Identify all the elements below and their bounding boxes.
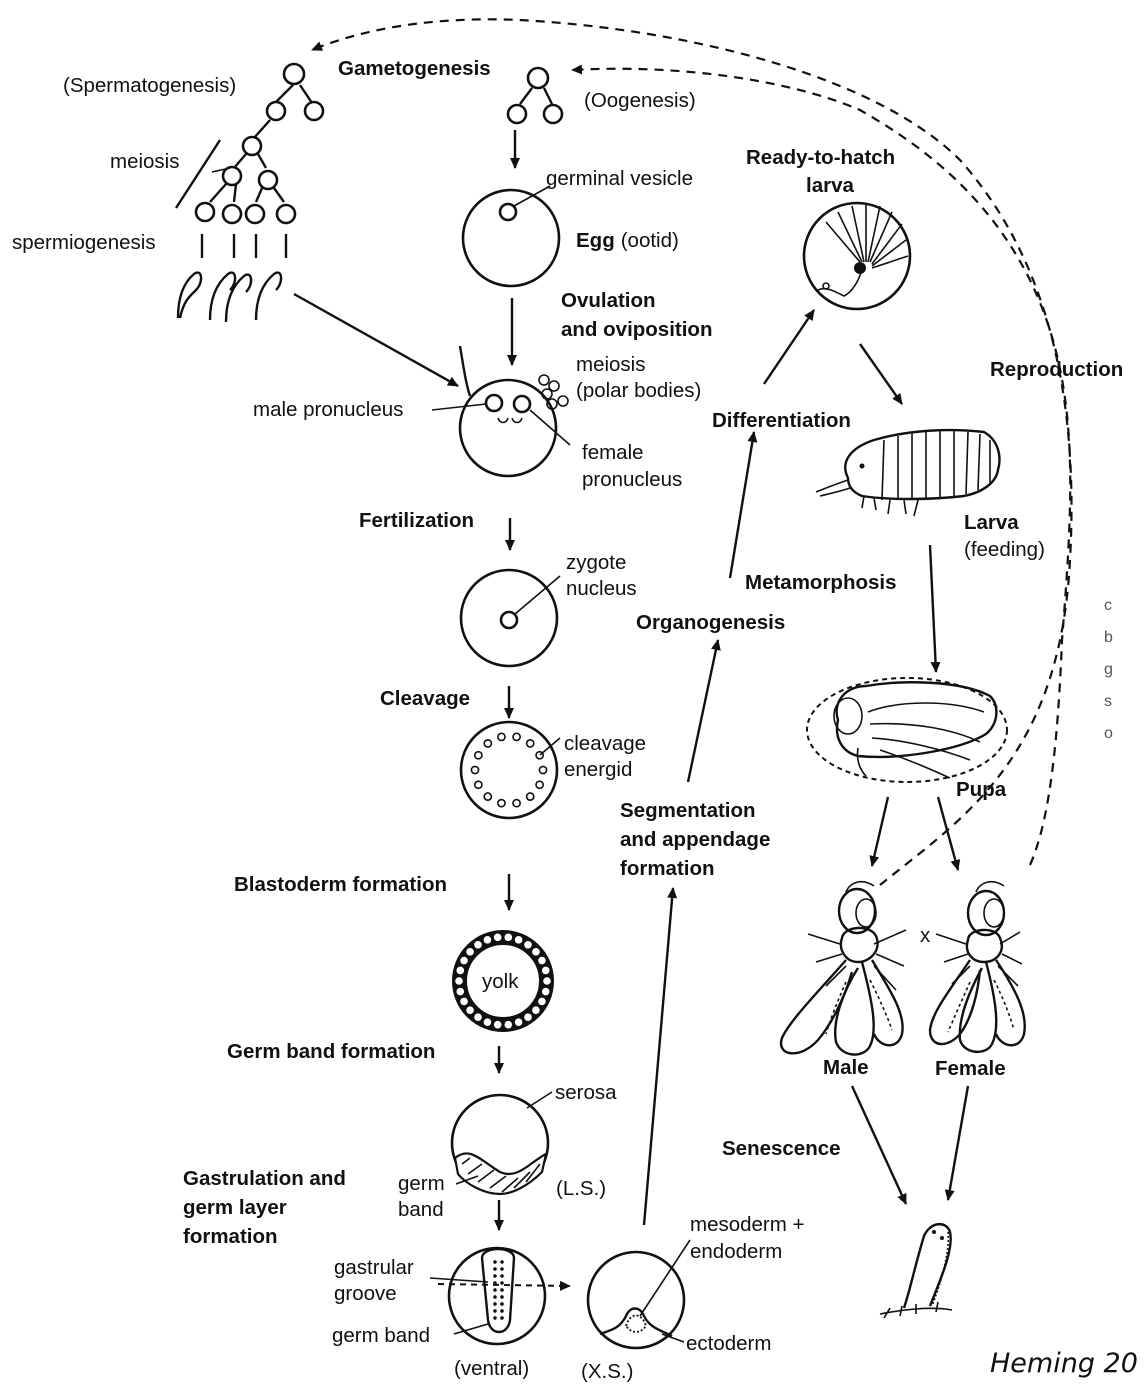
- label-ootid: (ootid): [621, 229, 679, 252]
- label-organogenesis: Organogenesis: [636, 611, 785, 634]
- reproduction-loop: [311, 18, 1073, 886]
- female-to-oogenesis-dashed: [571, 64, 1072, 866]
- label-cleavage: Cleavage: [380, 687, 470, 710]
- fertilized-egg: [431, 345, 571, 551]
- ready-to-hatch-larva: [802, 201, 912, 311]
- label-ls: (L.S.): [556, 1177, 606, 1200]
- label-segmentation-3: formation: [620, 857, 715, 880]
- citation: Heming 20: [990, 1348, 1138, 1379]
- zygote-stage: [459, 568, 561, 719]
- label-polar-bodies: (polar bodies): [576, 379, 701, 402]
- label-ready-to-hatch-1: Ready-to-hatch: [746, 146, 895, 169]
- label-ventral: (ventral): [454, 1357, 529, 1380]
- label-pupa: Pupa: [956, 778, 1007, 801]
- label-ectoderm: ectoderm: [686, 1332, 771, 1355]
- label-differentiation: Differentiation: [712, 409, 851, 432]
- label-egg: Egg: [576, 229, 615, 252]
- label-gastrular-groove-2: groove: [334, 1282, 397, 1305]
- label-cleavage-energid-2: energid: [564, 758, 632, 781]
- label-germinal-vesicle: germinal vesicle: [546, 167, 693, 190]
- label-reproduction: Reproduction: [990, 358, 1123, 381]
- male-to-spermatogenesis-dashed: [311, 18, 1073, 886]
- label-male: Male: [823, 1056, 869, 1079]
- label-ready-to-hatch-2: larva: [806, 174, 854, 197]
- female-adult: [928, 880, 1026, 1053]
- label-female-pronucleus-2: pronucleus: [582, 468, 682, 491]
- larva-feeding: [815, 428, 1001, 517]
- label-segmentation-1: Segmentation: [620, 799, 756, 822]
- side-letter: s: [1104, 693, 1112, 710]
- label-oviposition: and oviposition: [561, 318, 712, 341]
- label-fertilization: Fertilization: [359, 509, 474, 532]
- label-gastrulation-2: germ layer: [183, 1196, 287, 1219]
- label-blastoderm-formation: Blastoderm formation: [234, 873, 447, 896]
- label-spermatogenesis: (Spermatogenesis): [63, 74, 236, 97]
- label-gametogenesis: Gametogenesis: [338, 57, 491, 80]
- senescent-insect: [879, 1223, 953, 1319]
- germ-band-ls-stage: [450, 1091, 553, 1231]
- label-serosa: serosa: [555, 1081, 617, 1104]
- label-segmentation-2: and appendage: [620, 828, 770, 851]
- label-mesoderm-2: endoderm: [690, 1240, 782, 1263]
- label-female: Female: [935, 1057, 1006, 1080]
- blastoderm-stage: [452, 930, 554, 1074]
- label-spermiogenesis: spermiogenesis: [12, 231, 156, 254]
- label-egg-line: Egg (ootid): [576, 229, 679, 252]
- gastrulation-ventral-stage: [429, 1246, 571, 1346]
- egg-stage: [461, 185, 561, 366]
- label-feeding: (feeding): [964, 538, 1045, 561]
- label-mesoderm-1: mesoderm +: [690, 1213, 805, 1236]
- label-germ-band: germ band: [332, 1324, 430, 1347]
- pupa: [806, 677, 1008, 783]
- label-zygote-nucleus-1: zygote: [566, 551, 626, 574]
- label-larva: Larva: [964, 511, 1019, 534]
- side-letter: c: [1104, 597, 1112, 614]
- label-xs: (X.S.): [581, 1360, 633, 1383]
- label-gastrulation-3: formation: [183, 1225, 278, 1248]
- label-female-pronucleus-1: female: [582, 441, 644, 464]
- cleavage-stage: [459, 720, 561, 911]
- label-gastrular-groove-1: gastrular: [334, 1256, 414, 1279]
- spermatogenesis-tree: [174, 62, 459, 388]
- label-yolk: yolk: [482, 970, 519, 993]
- label-ovulation: Ovulation: [561, 289, 656, 312]
- label-meiosis-egg: meiosis: [576, 353, 646, 376]
- label-germ-band-ls-1: germ: [398, 1172, 445, 1195]
- label-cleavage-energid-1: cleavage: [564, 732, 646, 755]
- label-cross: x: [920, 924, 931, 947]
- label-germ-band-formation: Germ band formation: [227, 1040, 435, 1063]
- label-gastrulation-1: Gastrulation and: [183, 1167, 346, 1190]
- development-arrows: [642, 309, 970, 1226]
- male-adult: [779, 880, 907, 1056]
- side-letter: o: [1104, 725, 1113, 742]
- label-male-pronucleus: male pronucleus: [253, 398, 403, 421]
- side-letter: b: [1104, 629, 1113, 646]
- label-germ-band-ls-2: band: [398, 1198, 444, 1221]
- label-meiosis-sperm: meiosis: [110, 150, 180, 173]
- side-letter: g: [1104, 661, 1113, 678]
- label-oogenesis: (Oogenesis): [584, 89, 696, 112]
- label-zygote-nucleus-2: nucleus: [566, 577, 637, 600]
- gastrulation-xs-stage: [586, 1239, 691, 1350]
- label-senescence: Senescence: [722, 1137, 841, 1160]
- label-metamorphosis: Metamorphosis: [745, 571, 897, 594]
- oogenesis-tree: [506, 66, 564, 169]
